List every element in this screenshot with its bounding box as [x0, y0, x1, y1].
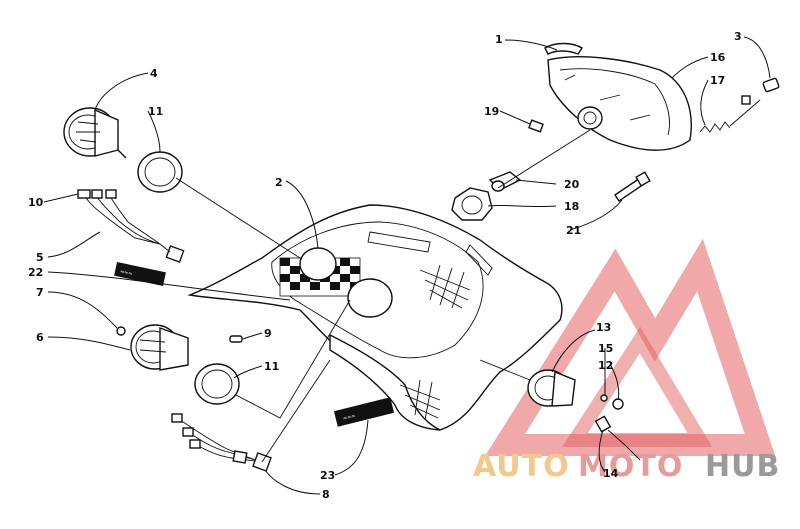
- trim-ring-upper: [137, 151, 183, 193]
- callout-15: 15: [598, 342, 613, 355]
- trim-ring-lower: [194, 363, 240, 405]
- hood-lower-crosshatch: [399, 379, 441, 421]
- ring-nut-18: [451, 187, 493, 221]
- callout-12: 12: [598, 359, 613, 372]
- callout-18: 18: [564, 200, 579, 213]
- gauge-hole-upper: [299, 247, 337, 281]
- bolt-21: [614, 171, 651, 202]
- bracket-1: [544, 42, 583, 55]
- callout-9: 9: [264, 327, 272, 340]
- callout-11-upper: 11: [148, 105, 163, 118]
- callout-22: 22: [28, 266, 43, 279]
- hood-crosshatch: [419, 264, 471, 309]
- centerline-harness-lower: [261, 359, 331, 463]
- callout-labels: 1 2 3 4 5 6 7 8 9 10 11 11 12 13 14 15 1…: [28, 30, 742, 501]
- washer-15: [600, 394, 608, 402]
- screw-19: [528, 119, 544, 133]
- decal-23: ≈≈≈: [333, 397, 395, 427]
- leader-lines: [43, 36, 771, 495]
- nut-12: [612, 398, 624, 410]
- callout-5: 5: [36, 251, 44, 264]
- callout-7: 7: [36, 286, 44, 299]
- watermark-hub: HUB: [705, 449, 780, 484]
- wiring-harness-8: [171, 413, 272, 472]
- watermark-auto: AUTO: [473, 449, 570, 484]
- watermark-text: AUTO MOTO HUB: [473, 449, 780, 484]
- wiring-harness-5: [77, 189, 185, 263]
- gauge-lower-left: [130, 324, 189, 371]
- decal-22-text: ≈≈≈: [119, 269, 133, 277]
- callout-2: 2: [275, 176, 283, 189]
- watermark-triangle-inner: [562, 326, 713, 447]
- hood-console: [187, 204, 563, 431]
- decal-22: ≈≈≈: [114, 261, 166, 287]
- callout-4: 4: [150, 67, 158, 80]
- hood-shroud-outline: [187, 204, 563, 431]
- callout-1: 1: [495, 33, 503, 46]
- gauge-upper-left: [63, 107, 127, 159]
- callout-6: 6: [36, 331, 44, 344]
- bulb-20: [488, 171, 522, 192]
- callout-10: 10: [28, 196, 44, 209]
- callout-8: 8: [322, 488, 330, 501]
- callout-16: 16: [710, 51, 726, 64]
- spring-17: [699, 95, 761, 133]
- bulb-9: [229, 335, 243, 343]
- centerline-upper-gauge: [175, 177, 301, 259]
- callout-21: 21: [566, 224, 581, 237]
- hood-vent-slot: [367, 231, 431, 253]
- decal-23-text: ≈≈≈: [342, 413, 356, 422]
- headlight-housing: [547, 56, 692, 151]
- callout-20: 20: [564, 178, 580, 191]
- watermark-moto: MOTO: [578, 449, 683, 484]
- watermark-logo: [485, 238, 776, 456]
- callout-23: 23: [320, 469, 335, 482]
- gauge-hole-lower: [347, 278, 393, 318]
- bulb-socket-14: [594, 415, 641, 461]
- hood-side-rib: [465, 244, 493, 276]
- centerline-taillight: [479, 359, 531, 381]
- callout-13: 13: [596, 321, 611, 334]
- callout-11-lower: 11: [264, 360, 279, 373]
- watermark-triangle-outer: [485, 238, 776, 456]
- centerline-headlight: [497, 129, 591, 189]
- callout-14: 14: [603, 467, 619, 480]
- tail-light-13: [527, 369, 576, 407]
- nut-7: [116, 326, 126, 336]
- callout-19: 19: [484, 105, 499, 118]
- clip-3: [762, 77, 780, 93]
- callout-17: 17: [710, 74, 725, 87]
- centerline-lower-gauge: [235, 299, 351, 419]
- hood-inner-rim: [271, 221, 484, 359]
- callout-3: 3: [734, 30, 742, 43]
